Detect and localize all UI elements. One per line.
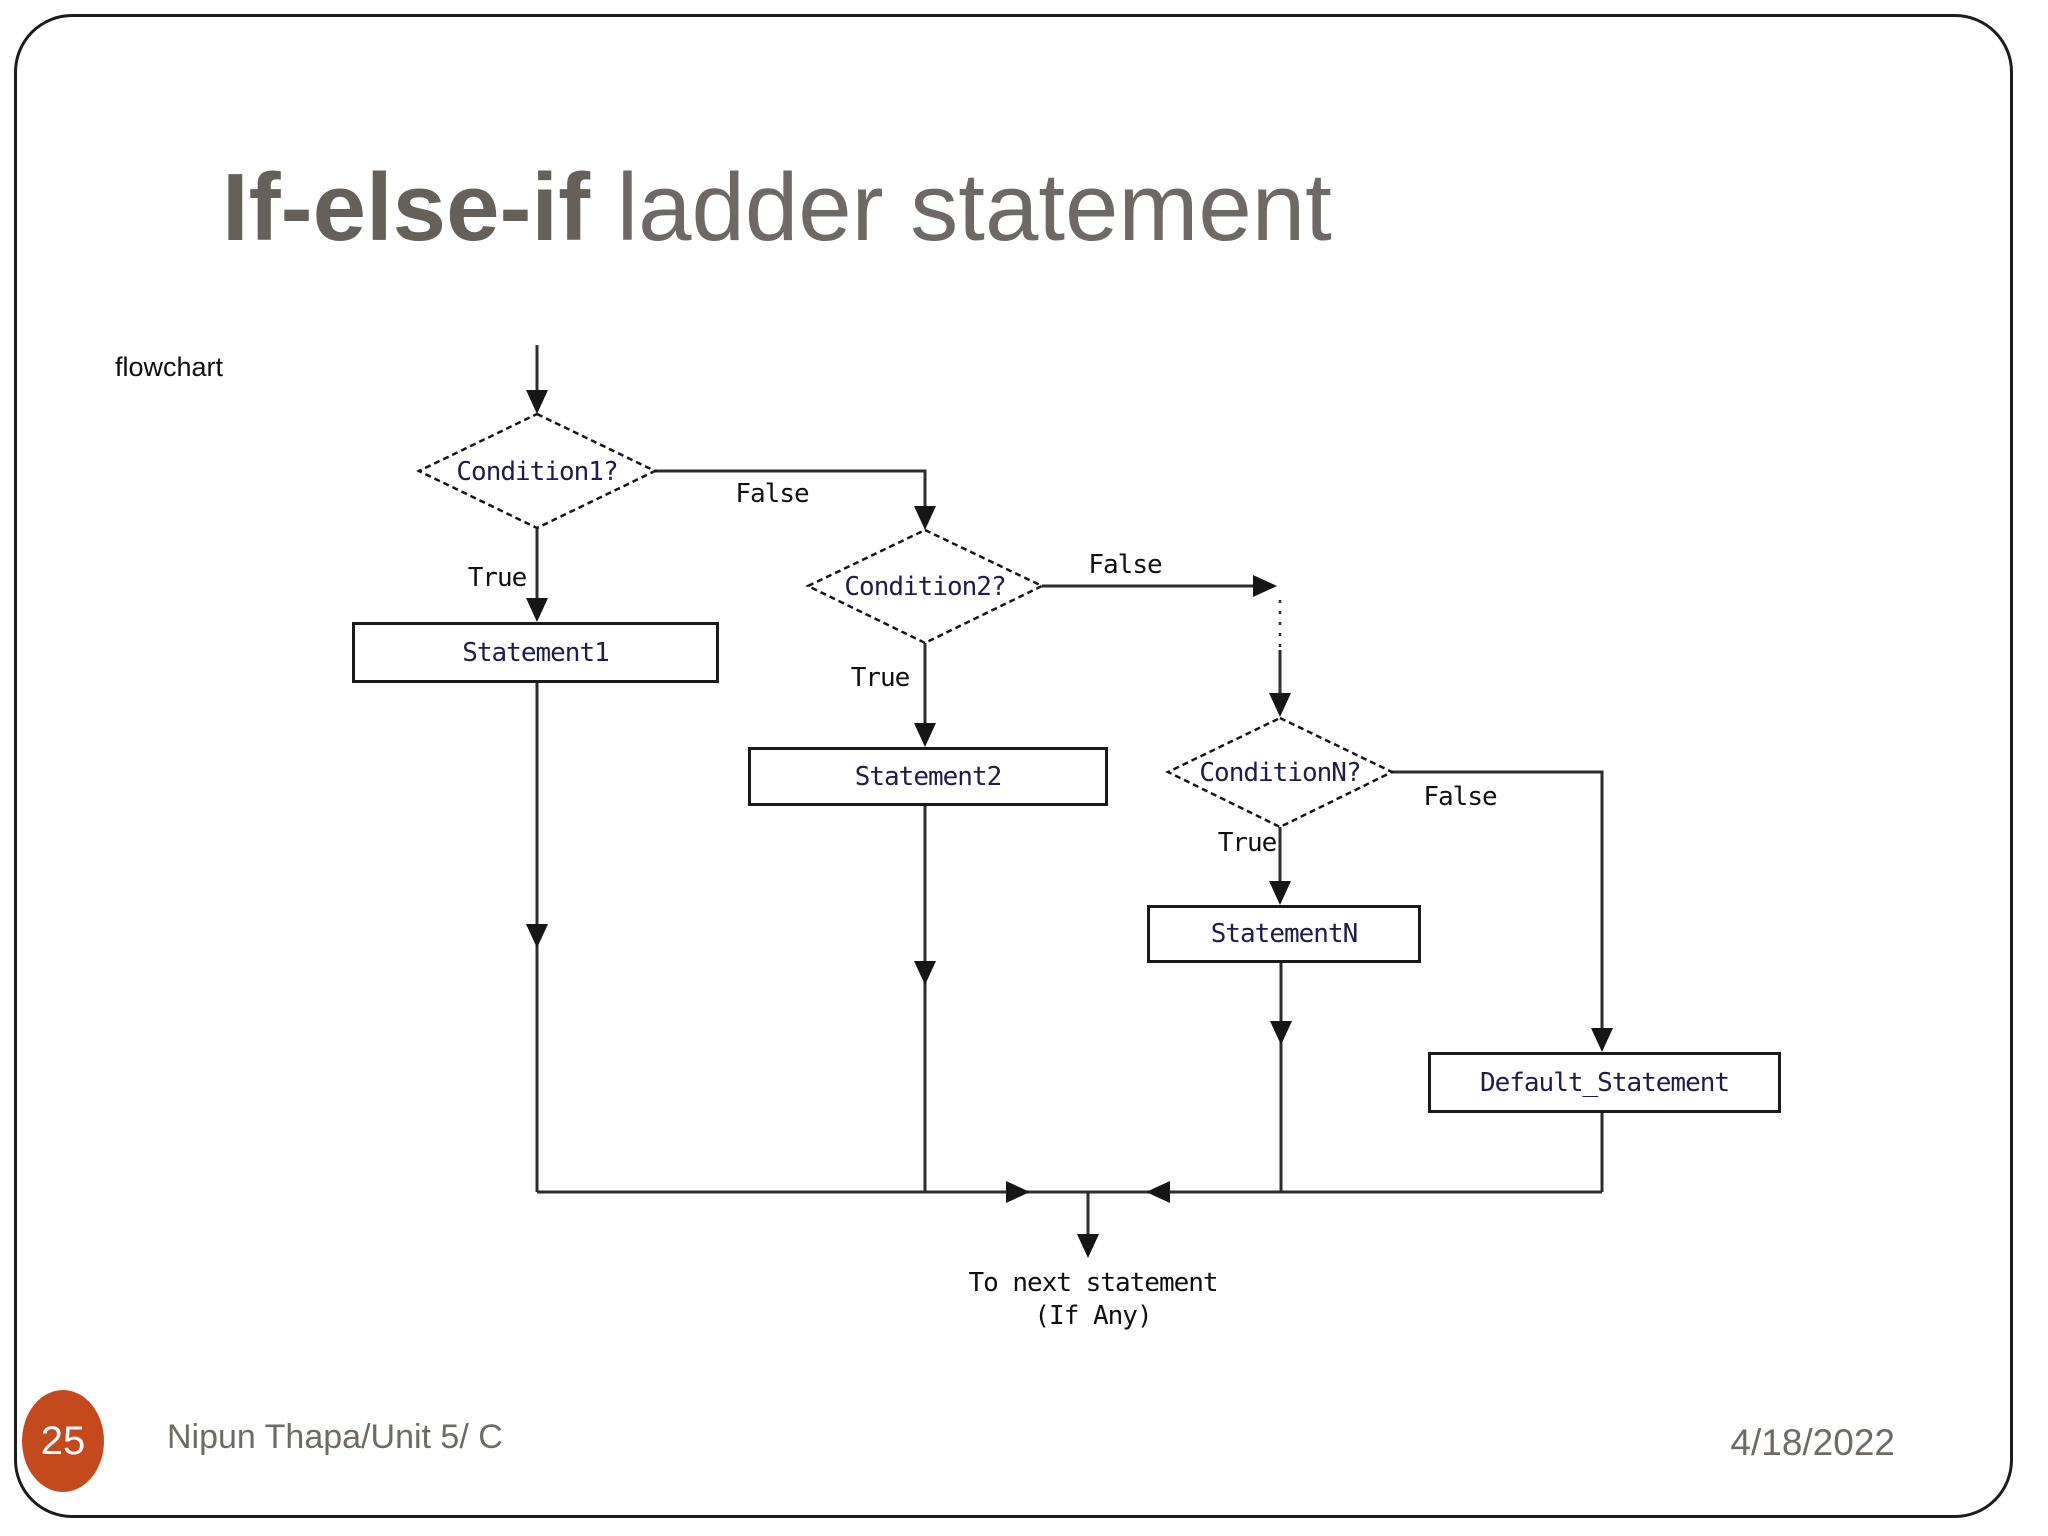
statement2-mid-arrowhead [914,961,936,985]
statementN-box: StatementN [1147,905,1421,963]
conditionN-text: ConditionN? [1199,758,1361,788]
falseN-line [1392,770,1604,1030]
false2-label: False [1088,550,1162,580]
junction-left-arrowhead [1146,1181,1170,1203]
statementN-mid-arrowhead [1270,1021,1292,1045]
page-title: If-else-if ladder statement [222,157,1332,259]
true2-arrowhead [914,723,936,747]
condition1-diamond [416,412,658,530]
statement2-box: Statement2 [748,747,1108,806]
to-next-statement-label: To next statement [968,1268,1218,1298]
default-statement-box: Default_Statement [1428,1052,1781,1113]
true1-label: True [467,563,528,593]
default-statement-text: Default_Statement [1479,1067,1730,1098]
page-title-bold: If-else-if [222,154,591,261]
statement1-box: Statement1 [352,622,719,683]
statement2-text: Statement2 [854,761,1003,792]
condition1-text: Condition1? [456,457,618,487]
footer-author: Nipun Thapa/Unit 5/ C [167,1418,503,1456]
exit-arrowhead [1077,1234,1099,1258]
false1-line [655,469,927,508]
conditionN-diamond [1165,716,1395,829]
falseN-arrowhead [1591,1028,1613,1052]
statement1-mid-arrowhead [526,924,548,948]
entry-arrowhead [526,390,548,414]
falseN-label: False [1423,782,1497,812]
false2-arrowhead [1253,575,1277,597]
true2-label: True [850,663,911,693]
trueN-arrowhead [1269,881,1291,905]
condition2-text: Condition2? [844,572,1006,602]
page-number-badge: 25 [22,1390,104,1492]
page-number: 25 [40,1418,86,1463]
false1-label: False [735,479,809,509]
footer-date: 4/18/2022 [1730,1422,1895,1463]
statementN-text: StatementN [1210,919,1359,949]
junction-right-arrowhead [1006,1181,1030,1203]
condition2-diamond [805,528,1045,645]
false1-arrowhead [914,506,936,530]
if-any-label: (If Any) [1034,1301,1152,1331]
page-title-light: ladder statement [590,154,1332,261]
trueN-label: True [1217,828,1278,858]
true1-arrowhead [526,598,548,622]
flowchart-label: flowchart [115,352,224,382]
conditionN-entry-arrowhead [1269,693,1291,717]
statement1-text: Statement1 [462,637,610,668]
